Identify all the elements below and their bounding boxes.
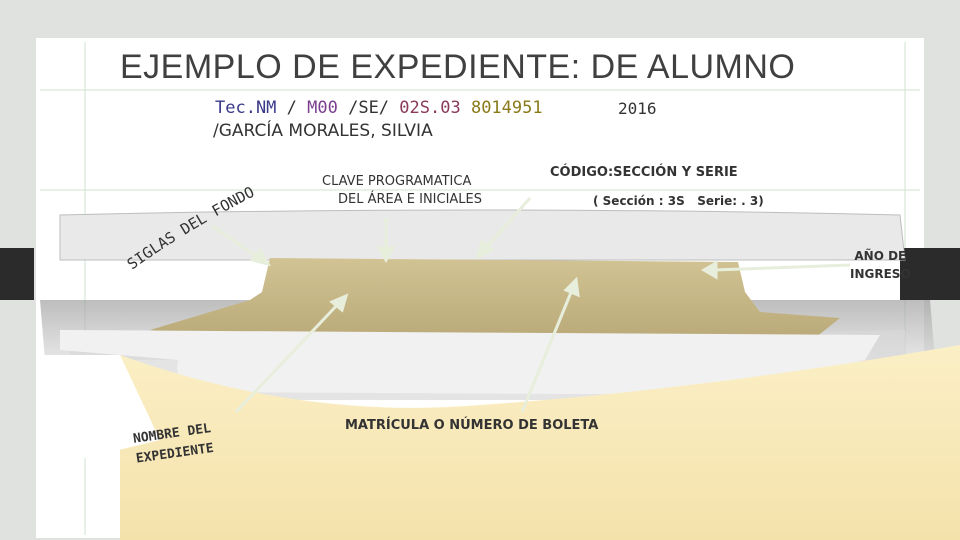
slide-title: EJEMPLO DE EXPEDIENTE: DE ALUMNO xyxy=(120,48,796,86)
arrow-codigo-head xyxy=(475,239,495,260)
ref-number: 8014951 xyxy=(470,98,543,118)
right-dark-tab xyxy=(900,248,960,300)
reference-code: Tec.NM / M00 /SE/ 02S.03 8014951 xyxy=(215,98,543,118)
year-value: 2016 xyxy=(618,99,657,118)
folder-body xyxy=(120,345,960,540)
arrow-codigo xyxy=(482,197,532,251)
ref-code2: 02S.03 xyxy=(399,98,461,118)
left-dark-tab xyxy=(0,248,34,300)
annotation-arrows xyxy=(211,197,851,414)
label-clave-line2: DEL ÁREA E INICIALES xyxy=(338,192,483,207)
arrow-nombre-head xyxy=(329,293,349,313)
ref-institution: Tec.NM xyxy=(215,98,277,118)
label-clave-line1: CLAVE PROGRAMATICA xyxy=(322,174,472,189)
folder-shadow-top xyxy=(59,209,906,261)
label-seccion-serie-value: ( Sección : 3S Serie: . 3) xyxy=(593,194,764,208)
label-clave-programatica: CLAVE PROGRAMATICA DEL ÁREA E INICIALES xyxy=(322,173,482,209)
label-anio-line1: AÑO DE xyxy=(854,249,907,263)
ref-code1: M00 xyxy=(307,98,338,118)
ref-sep2: /SE/ xyxy=(337,98,400,118)
folder-body-left-gap xyxy=(36,355,160,470)
label-anio-ingreso: AÑO DE INGRESO xyxy=(850,247,911,283)
arrow-siglas-head xyxy=(249,247,272,267)
student-name-line: /GARCÍA MORALES, SILVIA xyxy=(213,121,433,141)
label-codigo-seccion-serie: CÓDIGO:SECCIÓN Y SERIE xyxy=(550,165,738,180)
arrow-matricula xyxy=(520,289,574,413)
arrow-anio-head xyxy=(701,260,718,280)
label-matricula: MATRÍCULA O NÚMERO DE BOLETA xyxy=(345,418,599,433)
label-anio-line2: INGRESO xyxy=(850,267,911,281)
arrow-anio xyxy=(713,263,851,272)
arrow-siglas xyxy=(211,224,263,262)
arrow-nombre xyxy=(234,300,342,414)
folder-edge xyxy=(60,330,880,395)
ref-sep1: / xyxy=(276,98,308,118)
arrow-matricula-head xyxy=(563,276,580,298)
arrow-clave-head xyxy=(376,246,396,263)
